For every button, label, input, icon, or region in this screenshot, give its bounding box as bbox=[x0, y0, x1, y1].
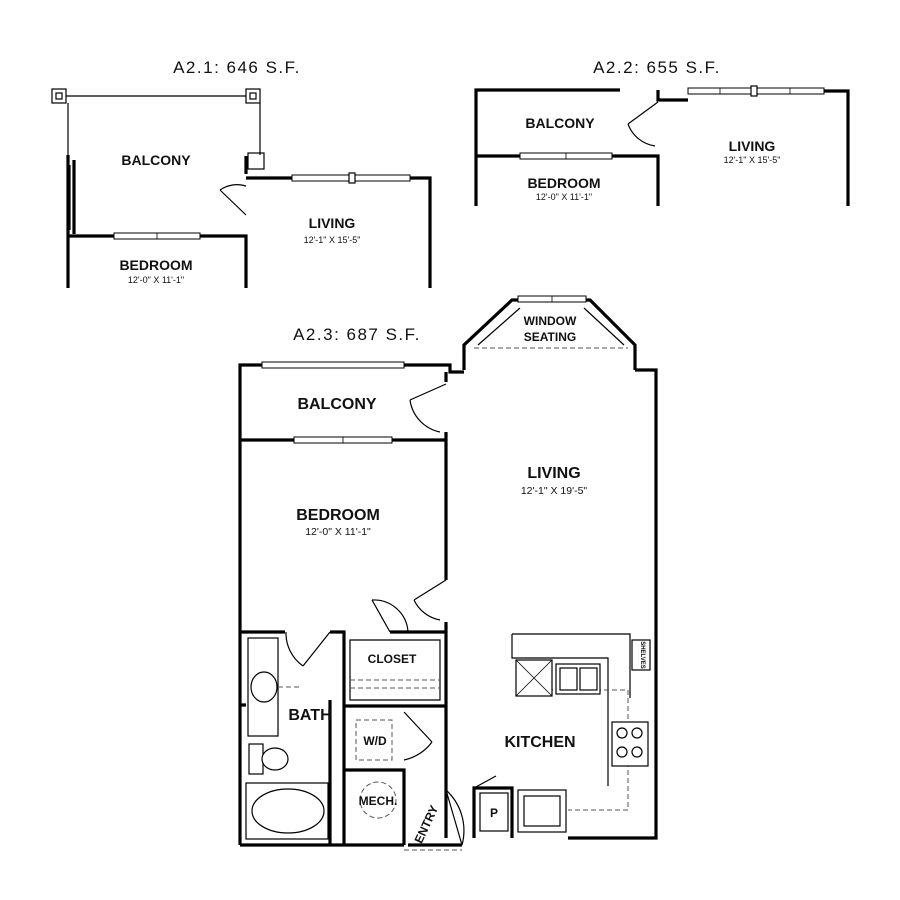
window-seating-label-1: WINDOW bbox=[524, 314, 577, 328]
room-living-dimensions: 12'-1" X 15'-5" bbox=[304, 235, 361, 245]
wall bbox=[68, 234, 248, 288]
door-swing bbox=[219, 184, 247, 216]
room-bedroom-dimensions: 12'-0" X 11'-1" bbox=[536, 192, 592, 202]
pantry bbox=[479, 792, 509, 832]
wall bbox=[244, 156, 432, 288]
room-wd-label: W/D bbox=[363, 734, 387, 748]
door-swing bbox=[413, 579, 447, 621]
toilet-tank bbox=[248, 743, 264, 775]
range-icon bbox=[611, 721, 649, 767]
bathtub bbox=[245, 782, 329, 840]
wall bbox=[472, 786, 514, 838]
room-bedroom-label: BEDROOM bbox=[119, 257, 192, 273]
post-icon bbox=[245, 88, 261, 104]
door-swing bbox=[371, 599, 409, 633]
entry-label: ENTRY bbox=[412, 803, 442, 845]
room-bedroom-label: BEDROOM bbox=[296, 507, 380, 524]
room-living-label: LIVING bbox=[309, 215, 356, 231]
shelves-label: SHELVES bbox=[639, 641, 645, 669]
plan-a2-2-title: A2.2: 655 S.F. bbox=[593, 58, 721, 77]
window-seating-label-2: SEATING bbox=[524, 330, 576, 344]
refrigerator bbox=[517, 789, 567, 833]
plan-a2-1: A2.1: 646 S.F. BALCONY LIVING 12'-1" X 1… bbox=[51, 58, 432, 288]
wall bbox=[240, 700, 446, 845]
room-bedroom-dimensions: 12'-0" X 11'-1" bbox=[128, 275, 184, 285]
room-living-dimensions: 12'-1" X 15'-5" bbox=[724, 155, 781, 165]
sink-icon bbox=[250, 671, 278, 703]
room-balcony-label: BALCONY bbox=[525, 115, 595, 131]
plan-a2-1-title: A2.1: 646 S.F. bbox=[173, 58, 301, 77]
room-kitchen-label: KITCHEN bbox=[504, 734, 575, 751]
room-mech-label: MECH. bbox=[359, 794, 398, 808]
door-swing bbox=[409, 383, 447, 433]
wall bbox=[240, 630, 446, 706]
wall bbox=[66, 155, 76, 288]
room-bedroom-dimensions: 12'-0" X 11'-1" bbox=[305, 526, 371, 538]
bathtub-icon bbox=[251, 788, 325, 834]
plan-a2-3-title: A2.3: 687 S.F. bbox=[293, 325, 421, 344]
room-closet-label: CLOSET bbox=[368, 652, 417, 666]
wall bbox=[342, 706, 406, 845]
outer-wall bbox=[238, 363, 464, 845]
kitchen-sink-icon bbox=[555, 663, 601, 695]
plan-a2-2: A2.2: 655 S.F. BALCONY LIVING 12'-1" X 1… bbox=[474, 58, 850, 206]
room-balcony-label: BALCONY bbox=[121, 152, 191, 168]
room-living-dimensions: 12'-1" X 19'-5" bbox=[521, 485, 588, 497]
door-swing bbox=[285, 631, 331, 667]
window bbox=[261, 361, 405, 369]
entry-door-swing bbox=[445, 789, 465, 846]
pantry-label: P bbox=[490, 806, 498, 820]
plan-a2-3: A2.3: 687 S.F. WINDOW SEATING CLOSET bbox=[238, 295, 658, 851]
shelves bbox=[631, 639, 651, 671]
room-bath-label: BATH bbox=[288, 707, 331, 724]
room-balcony-label: BALCONY bbox=[297, 396, 376, 413]
wall bbox=[474, 88, 660, 206]
kitchen-counter bbox=[512, 633, 631, 698]
outer-wall bbox=[568, 368, 658, 840]
column bbox=[247, 152, 265, 170]
post-icon bbox=[51, 88, 67, 104]
water-heater bbox=[359, 781, 397, 819]
toilet-icon bbox=[261, 747, 289, 771]
room-living-label: LIVING bbox=[527, 465, 580, 482]
door-swing bbox=[403, 711, 433, 761]
door-swing bbox=[627, 101, 659, 147]
room-living-label: LIVING bbox=[729, 138, 776, 154]
wall bbox=[656, 89, 850, 206]
room-bedroom-label: BEDROOM bbox=[527, 175, 600, 191]
